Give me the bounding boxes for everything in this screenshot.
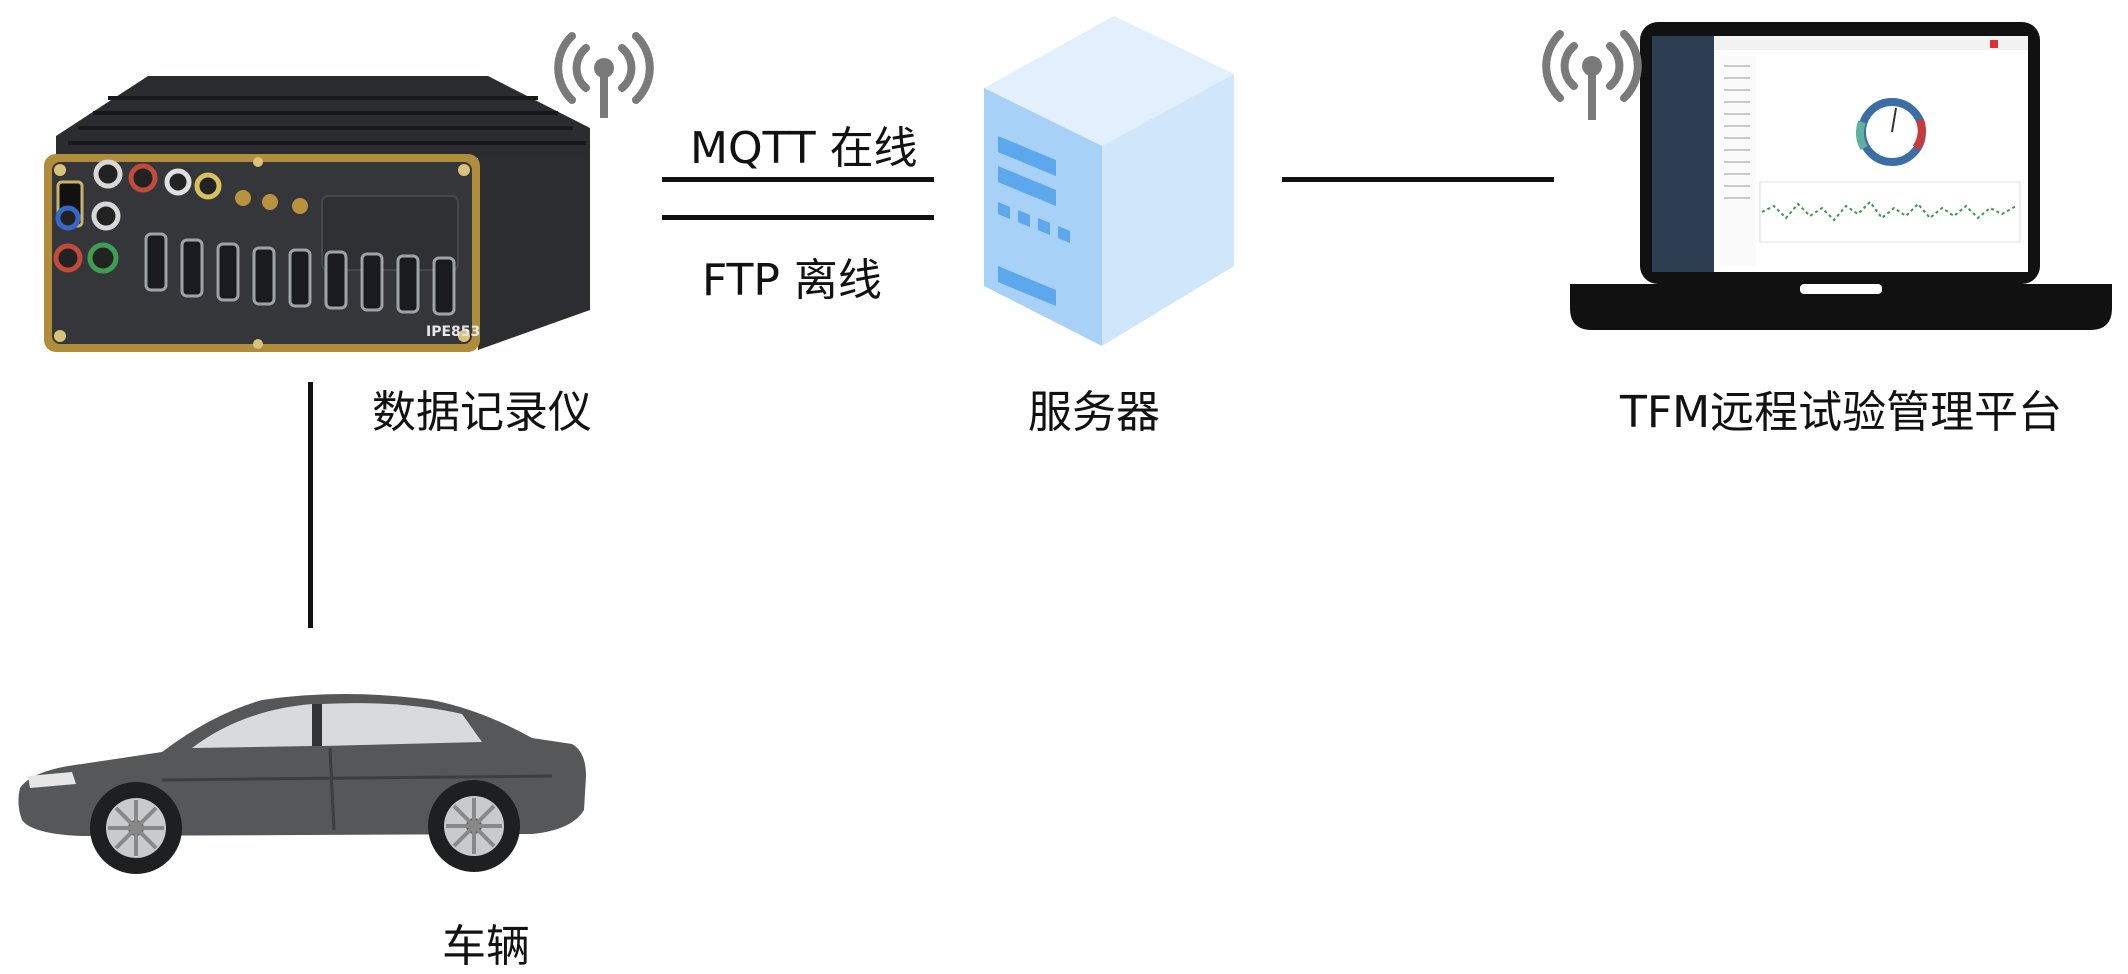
server-platform-line — [1282, 177, 1554, 182]
ftp-offline-line — [662, 215, 934, 220]
ftp-offline-label: FTP 离线 — [702, 255, 882, 306]
vehicle-label: 车辆 — [442, 921, 530, 972]
logger-vehicle-line — [308, 382, 313, 628]
server-icon — [984, 16, 1234, 346]
data-logger-device: IPE853 — [44, 76, 590, 352]
car-image — [18, 694, 586, 874]
wifi-antenna-icon — [1542, 30, 1642, 120]
mqtt-online-label: MQTT 在线 — [690, 123, 918, 174]
platform-label: TFM远程试验管理平台 — [1620, 387, 2063, 438]
wifi-antenna-icon — [554, 32, 654, 118]
logger-label: 数据记录仪 — [372, 387, 592, 438]
laptop-icon — [1570, 22, 2112, 330]
device-model-text: IPE853 — [426, 324, 480, 340]
mqtt-online-line — [662, 177, 934, 182]
server-label: 服务器 — [1028, 387, 1160, 438]
